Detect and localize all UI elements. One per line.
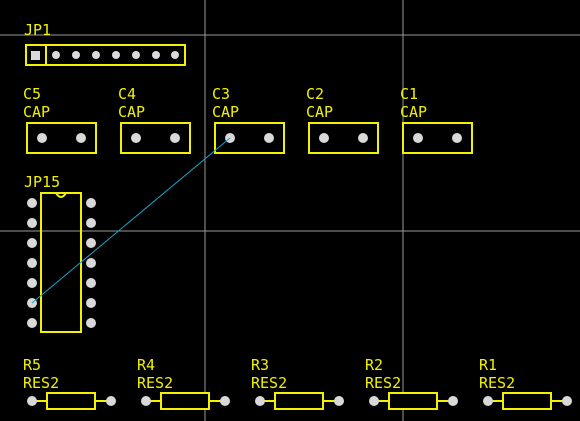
c1-pad xyxy=(452,133,462,143)
c1-outline xyxy=(402,122,473,154)
r5-pad xyxy=(106,396,116,406)
c2-value: CAP xyxy=(306,103,333,121)
jp15-pad xyxy=(27,318,37,328)
jp15-pad xyxy=(86,318,96,328)
r1-value: RES2 xyxy=(479,374,515,392)
c3-pad xyxy=(264,133,274,143)
r4-pad xyxy=(141,396,151,406)
jp15-pad xyxy=(86,258,96,268)
c5-outline xyxy=(26,122,97,154)
jp15-pad xyxy=(27,198,37,208)
c5-designator: C5 xyxy=(23,85,41,103)
c1-value: CAP xyxy=(400,103,427,121)
jp15-pad xyxy=(27,238,37,248)
r2-designator: R2 xyxy=(365,356,383,374)
component-jp1[interactable]: JP1 xyxy=(24,21,186,66)
c3-designator: C3 xyxy=(212,85,230,103)
jp1-pad xyxy=(152,51,160,59)
r2-pad xyxy=(369,396,379,406)
component-r4[interactable]: R4 RES2 xyxy=(137,356,230,410)
jp15-notch xyxy=(55,192,67,198)
r1-body xyxy=(502,392,552,410)
r5-body xyxy=(46,392,96,410)
jp15-pad xyxy=(86,238,96,248)
r2-value: RES2 xyxy=(365,374,401,392)
c4-pad xyxy=(131,133,141,143)
c5-pad xyxy=(76,133,86,143)
component-r2[interactable]: R2 RES2 xyxy=(365,356,458,410)
c1-pad xyxy=(413,133,423,143)
r4-body xyxy=(160,392,210,410)
r1-pad xyxy=(562,396,572,406)
c5-pad xyxy=(37,133,47,143)
c2-pad xyxy=(358,133,368,143)
component-c5[interactable]: C5 CAP xyxy=(23,85,97,154)
jp1-pad xyxy=(92,51,100,59)
component-c4[interactable]: C4 CAP xyxy=(118,85,191,154)
jp1-pad xyxy=(112,51,120,59)
jp1-pad xyxy=(171,51,179,59)
r3-body xyxy=(274,392,324,410)
jp15-pad xyxy=(27,258,37,268)
c2-pad xyxy=(319,133,329,143)
r3-pad xyxy=(255,396,265,406)
c3-value: CAP xyxy=(212,103,239,121)
jp15-designator: JP15 xyxy=(24,173,60,191)
c4-outline xyxy=(120,122,191,154)
component-r1[interactable]: R1 RES2 xyxy=(479,356,572,410)
jp15-outline xyxy=(40,192,82,333)
c4-pad xyxy=(170,133,180,143)
ratsnest-line[interactable] xyxy=(31,137,231,304)
r5-value: RES2 xyxy=(23,374,59,392)
r4-designator: R4 xyxy=(137,356,155,374)
c3-outline xyxy=(214,122,285,154)
component-r5[interactable]: R5 RES2 xyxy=(23,356,116,410)
jp15-pad xyxy=(27,278,37,288)
c2-designator: C2 xyxy=(306,85,324,103)
c2-outline xyxy=(308,122,379,154)
r1-designator: R1 xyxy=(479,356,497,374)
component-c3[interactable]: C3 CAP xyxy=(212,85,285,154)
jp1-pin1-square-pad xyxy=(31,51,40,60)
c4-value: CAP xyxy=(118,103,145,121)
jp15-pad xyxy=(86,298,96,308)
component-c2[interactable]: C2 CAP xyxy=(306,85,379,154)
r5-pad xyxy=(27,396,37,406)
jp1-designator: JP1 xyxy=(24,21,51,39)
component-c1[interactable]: C1 CAP xyxy=(400,85,473,154)
jp15-pad xyxy=(86,278,96,288)
r4-pad xyxy=(220,396,230,406)
r1-pad xyxy=(483,396,493,406)
component-r3[interactable]: R3 RES2 xyxy=(251,356,344,410)
jp1-pad xyxy=(132,51,140,59)
r5-designator: R5 xyxy=(23,356,41,374)
jp15-pad xyxy=(27,218,37,228)
jp15-pad xyxy=(86,198,96,208)
component-jp15[interactable]: JP15 xyxy=(24,173,96,333)
c1-designator: C1 xyxy=(400,85,418,103)
r2-pad xyxy=(448,396,458,406)
r3-pad xyxy=(334,396,344,406)
c4-designator: C4 xyxy=(118,85,136,103)
jp1-pad xyxy=(72,51,80,59)
jp1-pad xyxy=(52,51,60,59)
r3-value: RES2 xyxy=(251,374,287,392)
r3-designator: R3 xyxy=(251,356,269,374)
jp1-outline xyxy=(25,44,186,66)
jp15-pad xyxy=(86,218,96,228)
c5-value: CAP xyxy=(23,103,50,121)
r2-body xyxy=(388,392,438,410)
r4-value: RES2 xyxy=(137,374,173,392)
